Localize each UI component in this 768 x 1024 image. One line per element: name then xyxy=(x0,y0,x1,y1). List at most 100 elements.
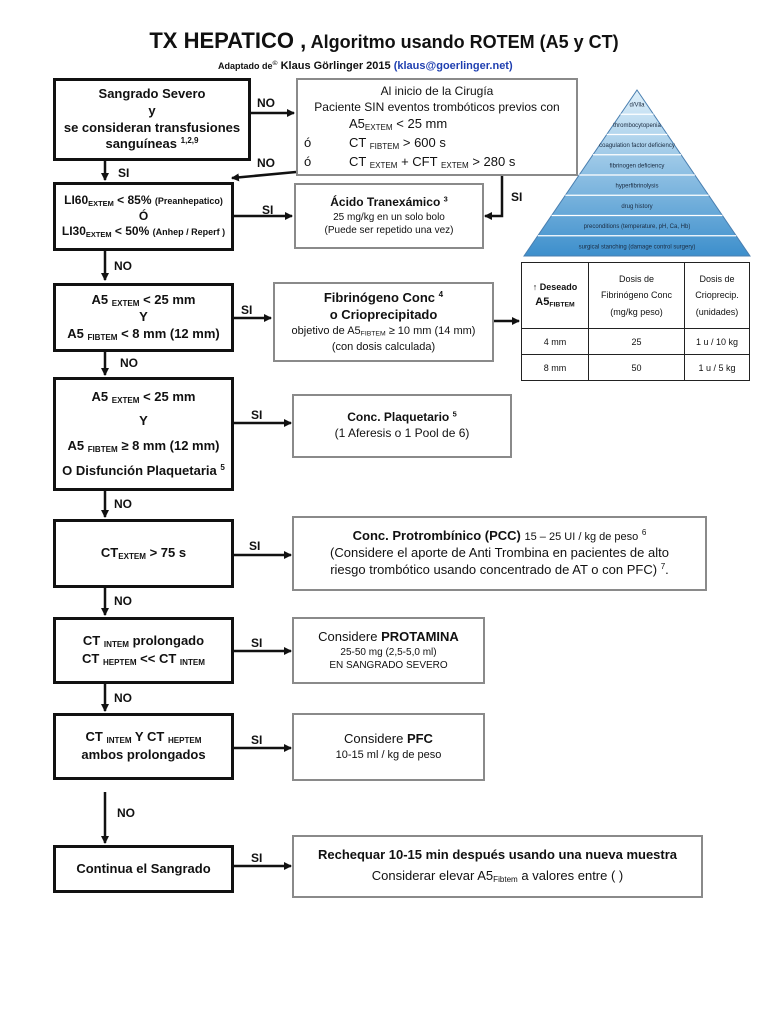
box-platelet-concentrate: Conc. Plaquetario 5 (1 Aferesis o 1 Pool… xyxy=(292,394,512,458)
ct-intem-line: CT INTEM prolongado xyxy=(82,633,205,650)
attribution: Adaptado de© Klaus Görlinger 2015 (klaus… xyxy=(218,60,513,72)
plq-a5-extem: A5 EXTEM < 25 mm xyxy=(91,388,196,405)
box-tranexamic-acid: Ácido Tranexámico 3 25 mg/kg en un solo … xyxy=(294,183,484,249)
table-row: 4 mm 25 1 u / 10 kg xyxy=(521,328,750,355)
pyramid-level: preconditions (temperature, pH, Ca, Hb) xyxy=(584,224,691,230)
protamine-condition: EN SANGRADO SEVERO xyxy=(329,659,448,671)
label-no-5: NO xyxy=(114,497,132,511)
label-si-7: SI xyxy=(251,733,263,747)
platelet-conc-title: Conc. Plaquetario 5 xyxy=(347,409,457,425)
box-continued-bleeding: Continua el Sangrado xyxy=(53,845,234,893)
label-si-8: SI xyxy=(251,851,263,865)
recheck-line1: Rechequar 10-15 min después usando una n… xyxy=(317,847,678,863)
protamine-dose: 25-50 mg (2,5-5,0 ml) xyxy=(340,646,437,658)
copyright-symbol: © xyxy=(272,59,278,67)
severe-bleeding-word: sanguíneas xyxy=(105,136,177,152)
pyramid-level: drug history xyxy=(621,204,652,210)
pyramid-level: coagulation factor deficiency xyxy=(599,143,675,149)
fibrinogen-dose-note: (con dosis calculada) xyxy=(331,340,436,353)
label-no-7: NO xyxy=(114,691,132,705)
a5-fibtem-line: A5 FIBTEM < 8 mm (12 mm) xyxy=(67,325,220,342)
pyramid-level: thrombocytopenia xyxy=(613,123,661,129)
box-fibrinogen: Fibrinógeno Conc 4 o Crioprecipitado obj… xyxy=(273,282,494,362)
box-pfc: Considere PFC 10-15 ml / kg de peso xyxy=(292,713,485,781)
table-cell: 4 mm xyxy=(521,328,589,355)
author-email: (klaus@goerlinger.net) xyxy=(393,60,513,72)
dose-table: ↑ Deseado A5FIBTEM Dosis de Fibrinógeno … xyxy=(521,262,750,381)
severe-bleeding-line3: se consideran transfusiones xyxy=(63,119,241,135)
label-si-4: SI xyxy=(251,408,263,422)
adapted-prefix: Adaptado de xyxy=(218,61,273,71)
fibrinogen-title: Fibrinógeno Conc 4 xyxy=(323,290,444,306)
plq-dysfunction: O Disfunción Plaquetaria 5 xyxy=(62,462,225,478)
plq-a5-fibtem: A5 FIBTEM ≥ 8 mm (12 mm) xyxy=(67,438,220,454)
table-header-target: ↑ Deseado A5FIBTEM xyxy=(521,262,589,329)
label-no-8: NO xyxy=(117,806,135,820)
box-lysis-index: LI60EXTEM < 85% (Preanhepatico) Ó LI30EX… xyxy=(53,182,234,251)
box-both-prolonged: CT INTEM Y CT HEPTEM ambos prolongados xyxy=(53,713,234,780)
both-prolonged-line2: ambos prolongados xyxy=(81,746,206,762)
plq-and: Y xyxy=(139,413,148,429)
box-ct-intem: CT INTEM prolongado CT HEPTEM << CT INTE… xyxy=(53,617,234,684)
platelet-conc-dose: (1 Aferesis o 1 Pool de 6) xyxy=(334,426,470,440)
label-no-1: NO xyxy=(257,96,275,110)
label-si-2: SI xyxy=(262,203,274,217)
tranexamic-dose: 25 mg/kg en un solo bolo xyxy=(333,211,445,223)
tranexamic-title: Ácido Tranexámico 3 xyxy=(330,194,448,210)
table-cell: 1 u / 5 kg xyxy=(684,354,750,381)
pcc-note-line2: riesgo trombótico usando concentrado de … xyxy=(330,561,669,577)
box-ct-extem: CTEXTEM > 75 s xyxy=(53,519,234,588)
pyramid-level: surgical stanching (damage control surge… xyxy=(579,244,696,250)
box-platelet-criteria: A5 EXTEM < 25 mm Y A5 FIBTEM ≥ 8 mm (12 … xyxy=(53,377,234,491)
fibrinogen-title2: o Crioprecipitado xyxy=(329,307,438,323)
severe-bleeding-line2: y xyxy=(148,102,156,118)
li30-line: LI30EXTEM < 50% (Anhep / Reperf ) xyxy=(61,224,226,240)
table-cell: 50 xyxy=(588,354,685,381)
surgery-start-line1: Al inicio de la Cirugía xyxy=(380,84,494,98)
table-row: 8 mm 50 1 u / 5 kg xyxy=(521,354,750,381)
pyramid-shape xyxy=(523,89,751,257)
label-no-2: NO xyxy=(257,156,275,170)
criterion-a5-extem: A5EXTEM < 25 mm xyxy=(349,116,448,133)
ct-heptem-line: CT HEPTEM << CT INTEM xyxy=(82,650,205,667)
table-cell: 8 mm xyxy=(521,354,589,381)
pfc-title: Considere PFC xyxy=(344,731,433,747)
recheck-line2: Considerar elevar A5Fibtem a valores ent… xyxy=(371,868,624,885)
continued-bleeding-text: Continua el Sangrado xyxy=(76,860,211,876)
table-cell: 25 xyxy=(588,328,685,355)
table-header-fibrinogen: Dosis de Fibrinógeno Conc (mg/kg peso) xyxy=(588,262,685,329)
both-prolonged-line1: CT INTEM Y CT HEPTEM xyxy=(85,729,202,746)
box-surgery-start: Al inicio de la Cirugía Paciente SIN eve… xyxy=(296,78,578,176)
pyramid-level: fibrinogen deficiency xyxy=(610,163,665,169)
title-main: TX HEPATICO , xyxy=(149,28,307,53)
arrow-start-to-tx xyxy=(484,175,504,220)
label-no-6: NO xyxy=(114,594,132,608)
box-a5-fibtem: A5 EXTEM < 25 mm Y A5 FIBTEM < 8 mm (12 … xyxy=(53,283,234,352)
severe-bleeding-line1: Sangrado Severo xyxy=(98,85,206,101)
label-si-1: SI xyxy=(118,166,130,180)
li-or: Ó xyxy=(138,208,149,223)
table-cell: 1 u / 10 kg xyxy=(684,328,750,355)
label-si-3: SI xyxy=(241,303,253,317)
pyramid-level: hyperfibrinolysis xyxy=(615,184,658,190)
pcc-note-line1: (Considere el aporte de Anti Trombina en… xyxy=(330,545,669,561)
box-recheck: Rechequar 10-15 min después usando una n… xyxy=(292,835,703,898)
table-header-row: ↑ Deseado A5FIBTEM Dosis de Fibrinógeno … xyxy=(521,262,750,329)
severe-bleeding-ref: 1,2,9 xyxy=(180,136,199,146)
box-protamine: Considere PROTAMINA 25-50 mg (2,5-5,0 ml… xyxy=(292,617,485,684)
fibrinogen-target: objetivo de A5FIBTEM ≥ 10 mm (14 mm) xyxy=(291,324,476,338)
surgery-start-line2: Paciente SIN eventos trombóticos previos… xyxy=(314,99,560,114)
box-pcc: Conc. Protrombínico (PCC) 15 – 25 UI / k… xyxy=(292,516,707,591)
severe-bleeding-line4: sanguíneas 1,2,9 xyxy=(105,136,198,153)
li60-line: LI60EXTEM < 85% (Preanhepatico) xyxy=(64,193,223,208)
label-no-3: NO xyxy=(114,259,132,273)
arrow-start-to-li xyxy=(231,170,297,182)
box-severe-bleeding: Sangrado Severo y se consideran transfus… xyxy=(53,78,251,161)
label-si-5: SI xyxy=(249,539,261,553)
table-header-cryo: Dosis de Crioprecip. (unidades) xyxy=(684,262,750,329)
